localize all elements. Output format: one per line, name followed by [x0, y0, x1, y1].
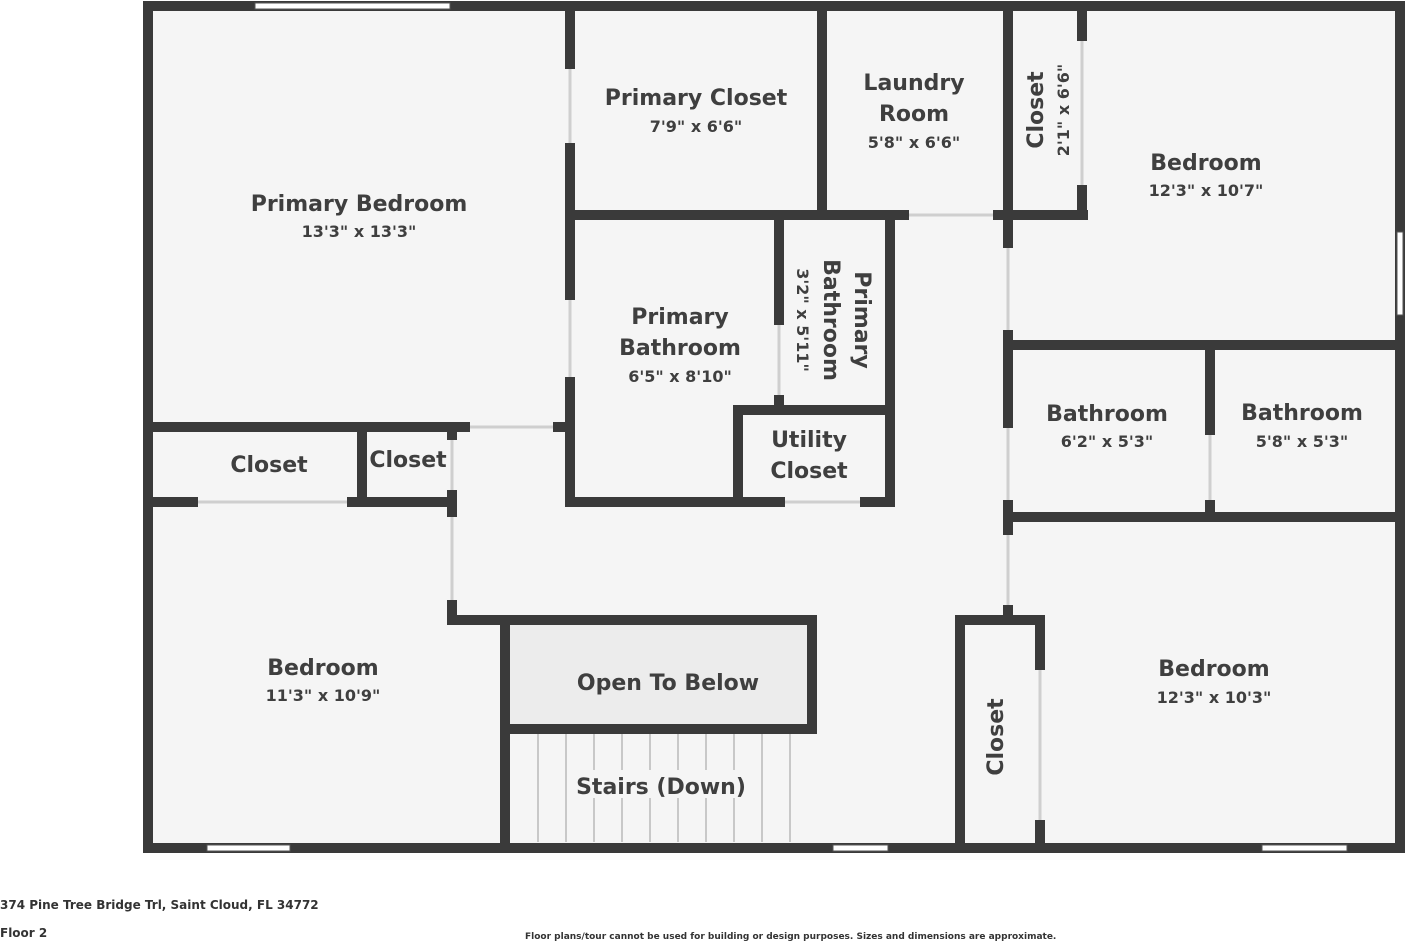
room-closet-bottom-right: Closet — [984, 698, 1009, 776]
room-utility-closet: Utility Closet — [770, 428, 848, 484]
room-name: Closet — [1024, 71, 1049, 149]
room-name-line1: Primary — [849, 271, 874, 368]
property-address: 374 Pine Tree Bridge Trl, Saint Cloud, F… — [0, 898, 319, 912]
room-name-line2: Bathroom — [818, 259, 843, 381]
floor-label: Floor 2 — [0, 926, 48, 940]
room-bedroom-bottom-left: Bedroom 11'3" x 10'9" — [266, 656, 381, 705]
room-bedroom-bottom-right: Bedroom 12'3" x 10'3" — [1157, 657, 1272, 707]
door-openings — [198, 41, 1212, 820]
room-name: Bathroom — [1241, 401, 1363, 426]
room-name: Bedroom — [1158, 657, 1269, 682]
room-closet-left-a: Closet — [230, 453, 308, 478]
room-name-line2: Closet — [770, 459, 848, 484]
room-name: Bedroom — [267, 656, 378, 681]
room-primary-bathroom-side: Primary Bathroom 3'2" x 5'11" — [793, 259, 874, 381]
room-name-line1: Primary — [631, 305, 728, 330]
walls — [143, 1, 1405, 853]
room-bathroom-a: Bathroom 6'2" x 5'3" — [1046, 402, 1168, 451]
room-dimensions: 12'3" x 10'3" — [1157, 688, 1272, 707]
room-name-line2: Room — [879, 102, 949, 127]
room-name: Bedroom — [1150, 151, 1261, 176]
room-dimensions: 11'3" x 10'9" — [266, 686, 381, 705]
room-bathroom-b: Bathroom 5'8" x 5'3" — [1241, 401, 1363, 451]
open-to-below-area — [510, 625, 812, 724]
room-dimensions: 12'3" x 10'7" — [1149, 181, 1264, 200]
room-dimensions: 6'5" x 8'10" — [628, 367, 732, 386]
room-name: Open To Below — [577, 671, 759, 696]
room-dimensions: 6'2" x 5'3" — [1061, 432, 1153, 451]
room-name-line1: Utility — [771, 428, 847, 453]
room-dimensions: 5'8" x 6'6" — [868, 133, 960, 152]
room-name-line2: Bathroom — [619, 336, 741, 361]
room-name: Bathroom — [1046, 402, 1168, 427]
room-name-line1: Laundry — [863, 71, 964, 96]
room-name: Primary Bedroom — [251, 192, 468, 217]
room-primary-closet: Primary Closet 7'9" x 6'6" — [605, 86, 788, 136]
room-dimensions: 2'1" x 6'6" — [1054, 64, 1073, 156]
room-dimensions: 5'8" x 5'3" — [1256, 432, 1348, 451]
room-stairs: Stairs (Down) — [575, 770, 747, 800]
room-name: Primary Closet — [605, 86, 788, 111]
room-laundry: Laundry Room 5'8" x 6'6" — [863, 71, 964, 152]
room-primary-bedroom: Primary Bedroom 13'3" x 13'3" — [251, 192, 468, 241]
room-primary-bathroom-main: Primary Bathroom 6'5" x 8'10" — [619, 305, 741, 386]
room-dimensions: 3'2" x 5'11" — [793, 268, 812, 372]
room-name: Closet — [230, 453, 308, 478]
room-open-to-below: Open To Below — [577, 671, 759, 696]
windows — [206, 2, 1404, 852]
room-bedroom-top-right: Bedroom 12'3" x 10'7" — [1149, 151, 1264, 200]
room-dimensions: 13'3" x 13'3" — [302, 222, 417, 241]
room-labels: Primary Bedroom 13'3" x 13'3" Primary Cl… — [230, 64, 1363, 800]
room-dimensions: 7'9" x 6'6" — [650, 117, 742, 136]
room-name: Closet — [984, 698, 1009, 776]
disclaimer-text: Floor plans/tour cannot be used for buil… — [525, 932, 1057, 942]
room-name: Stairs (Down) — [576, 775, 746, 800]
room-closet-left-b: Closet — [369, 448, 447, 473]
room-closet-top: Closet 2'1" x 6'6" — [1024, 64, 1073, 156]
room-name: Closet — [369, 448, 447, 473]
